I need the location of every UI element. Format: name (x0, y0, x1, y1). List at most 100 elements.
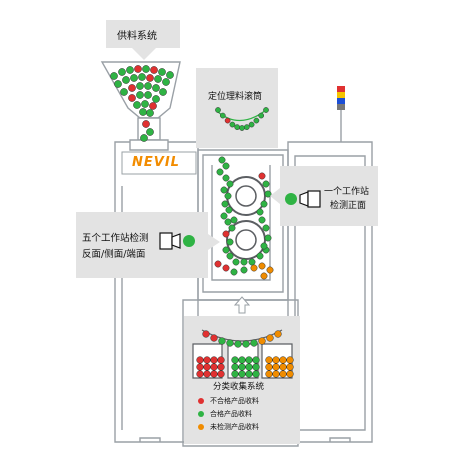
pellet (239, 125, 245, 131)
five-station-label-2: 反面/侧面/端面 (82, 249, 146, 260)
pellet (238, 370, 246, 378)
chute-pellets (214, 156, 274, 280)
pellet (120, 88, 128, 96)
pellet (138, 73, 146, 81)
pellet (256, 208, 264, 216)
feeding-system-label: 供料系统 (117, 31, 157, 42)
pellet (258, 112, 265, 119)
pellet (272, 363, 280, 371)
pellet (196, 370, 204, 378)
pellet (286, 370, 294, 378)
pellet (224, 192, 232, 200)
pellet (279, 356, 287, 364)
pellet (279, 363, 287, 371)
pellet (220, 186, 228, 194)
pellet (203, 363, 211, 371)
pellet (154, 75, 162, 83)
pellet (266, 266, 274, 274)
pellet (222, 264, 230, 272)
pellet (140, 134, 148, 142)
pellet (222, 230, 230, 238)
sorted-pellets (196, 330, 294, 378)
pellet (210, 363, 218, 371)
pellet (264, 234, 272, 242)
pellet (231, 370, 239, 378)
pellet (265, 356, 273, 364)
feeding-callout-box (106, 20, 180, 48)
legend-label-unchecked: 未检测产品收料 (210, 423, 259, 431)
pellet (231, 363, 239, 371)
pellet (262, 180, 270, 188)
legend-dot-reject (198, 398, 204, 404)
pellet (110, 72, 118, 80)
pellet (141, 100, 149, 108)
pellet (262, 224, 270, 232)
inspection-rollers (226, 176, 266, 260)
pellet (228, 224, 236, 232)
pellet (256, 252, 264, 260)
pellet (286, 363, 294, 371)
pellet (250, 264, 258, 272)
pellet (263, 107, 269, 113)
pellet (242, 340, 250, 348)
pellet (258, 262, 266, 270)
five-station-label-1: 五个工作站检测 (82, 233, 149, 244)
pellet (265, 363, 273, 371)
pellet (245, 356, 253, 364)
pellet (226, 252, 234, 260)
pellet (250, 339, 258, 347)
pellet (216, 168, 224, 176)
pellet (150, 66, 158, 74)
pellet (203, 370, 211, 378)
pellet (196, 356, 204, 364)
pellet (245, 370, 253, 378)
pellet (217, 356, 225, 364)
pellet (210, 356, 218, 364)
pellet (142, 120, 150, 128)
pellet (229, 121, 236, 128)
pellet (265, 370, 273, 378)
pellet (214, 260, 222, 268)
pellet (225, 206, 233, 214)
pellet (217, 370, 225, 378)
pellet (245, 363, 253, 371)
legend-item-good: 合格产品收料 (198, 409, 252, 419)
pellet (196, 363, 204, 371)
pellet (218, 337, 226, 345)
pellet (146, 74, 154, 82)
pellet (203, 356, 211, 364)
pellet (230, 268, 238, 276)
pellet (230, 216, 238, 224)
pellet (260, 242, 268, 250)
pellet (162, 78, 170, 86)
pellet (272, 356, 280, 364)
pellet (166, 71, 174, 79)
pellet (122, 76, 130, 84)
positioning-drum-label: 定位理料滚筒 (208, 92, 263, 102)
pellet (128, 94, 136, 102)
pellet (134, 65, 142, 73)
pellet (274, 330, 282, 338)
pellet (222, 246, 230, 254)
pellet (272, 370, 280, 378)
camera-icon (285, 190, 321, 208)
camera-icon (159, 232, 195, 250)
pellet (158, 68, 166, 76)
pellet (234, 124, 241, 130)
pellet (128, 84, 136, 92)
one-station-label-1: 一个工作站 (324, 187, 370, 197)
drum-pellets (215, 107, 269, 131)
pellet (218, 156, 226, 164)
pellet (252, 356, 260, 364)
pellet (232, 258, 240, 266)
legend-dot-unchecked (198, 424, 204, 430)
pellet (126, 66, 134, 74)
hopper-pellets (110, 65, 174, 142)
pellet (136, 91, 144, 99)
arrow-up-icon (233, 296, 251, 314)
pellet (142, 65, 150, 73)
pellet (258, 172, 266, 180)
one-station-label-2: 检测正面 (330, 201, 367, 211)
legend-label-good: 合格产品收料 (210, 410, 252, 418)
